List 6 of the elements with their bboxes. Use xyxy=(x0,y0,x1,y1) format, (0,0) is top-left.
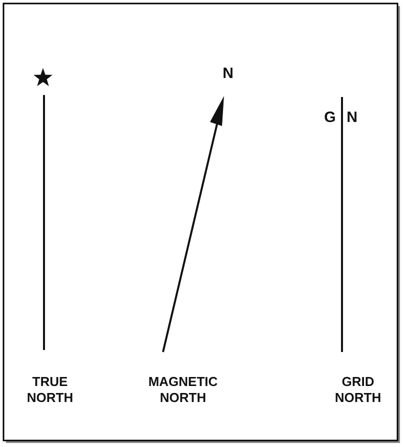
direction-letter: N xyxy=(222,65,234,83)
direction-label: GRID NORTH xyxy=(334,374,382,406)
direction-label: TRUE NORTH xyxy=(26,374,74,406)
direction-letter: N xyxy=(346,109,358,127)
direction-letter: G xyxy=(323,109,337,127)
direction-label: MAGNETIC NORTH xyxy=(147,374,219,406)
